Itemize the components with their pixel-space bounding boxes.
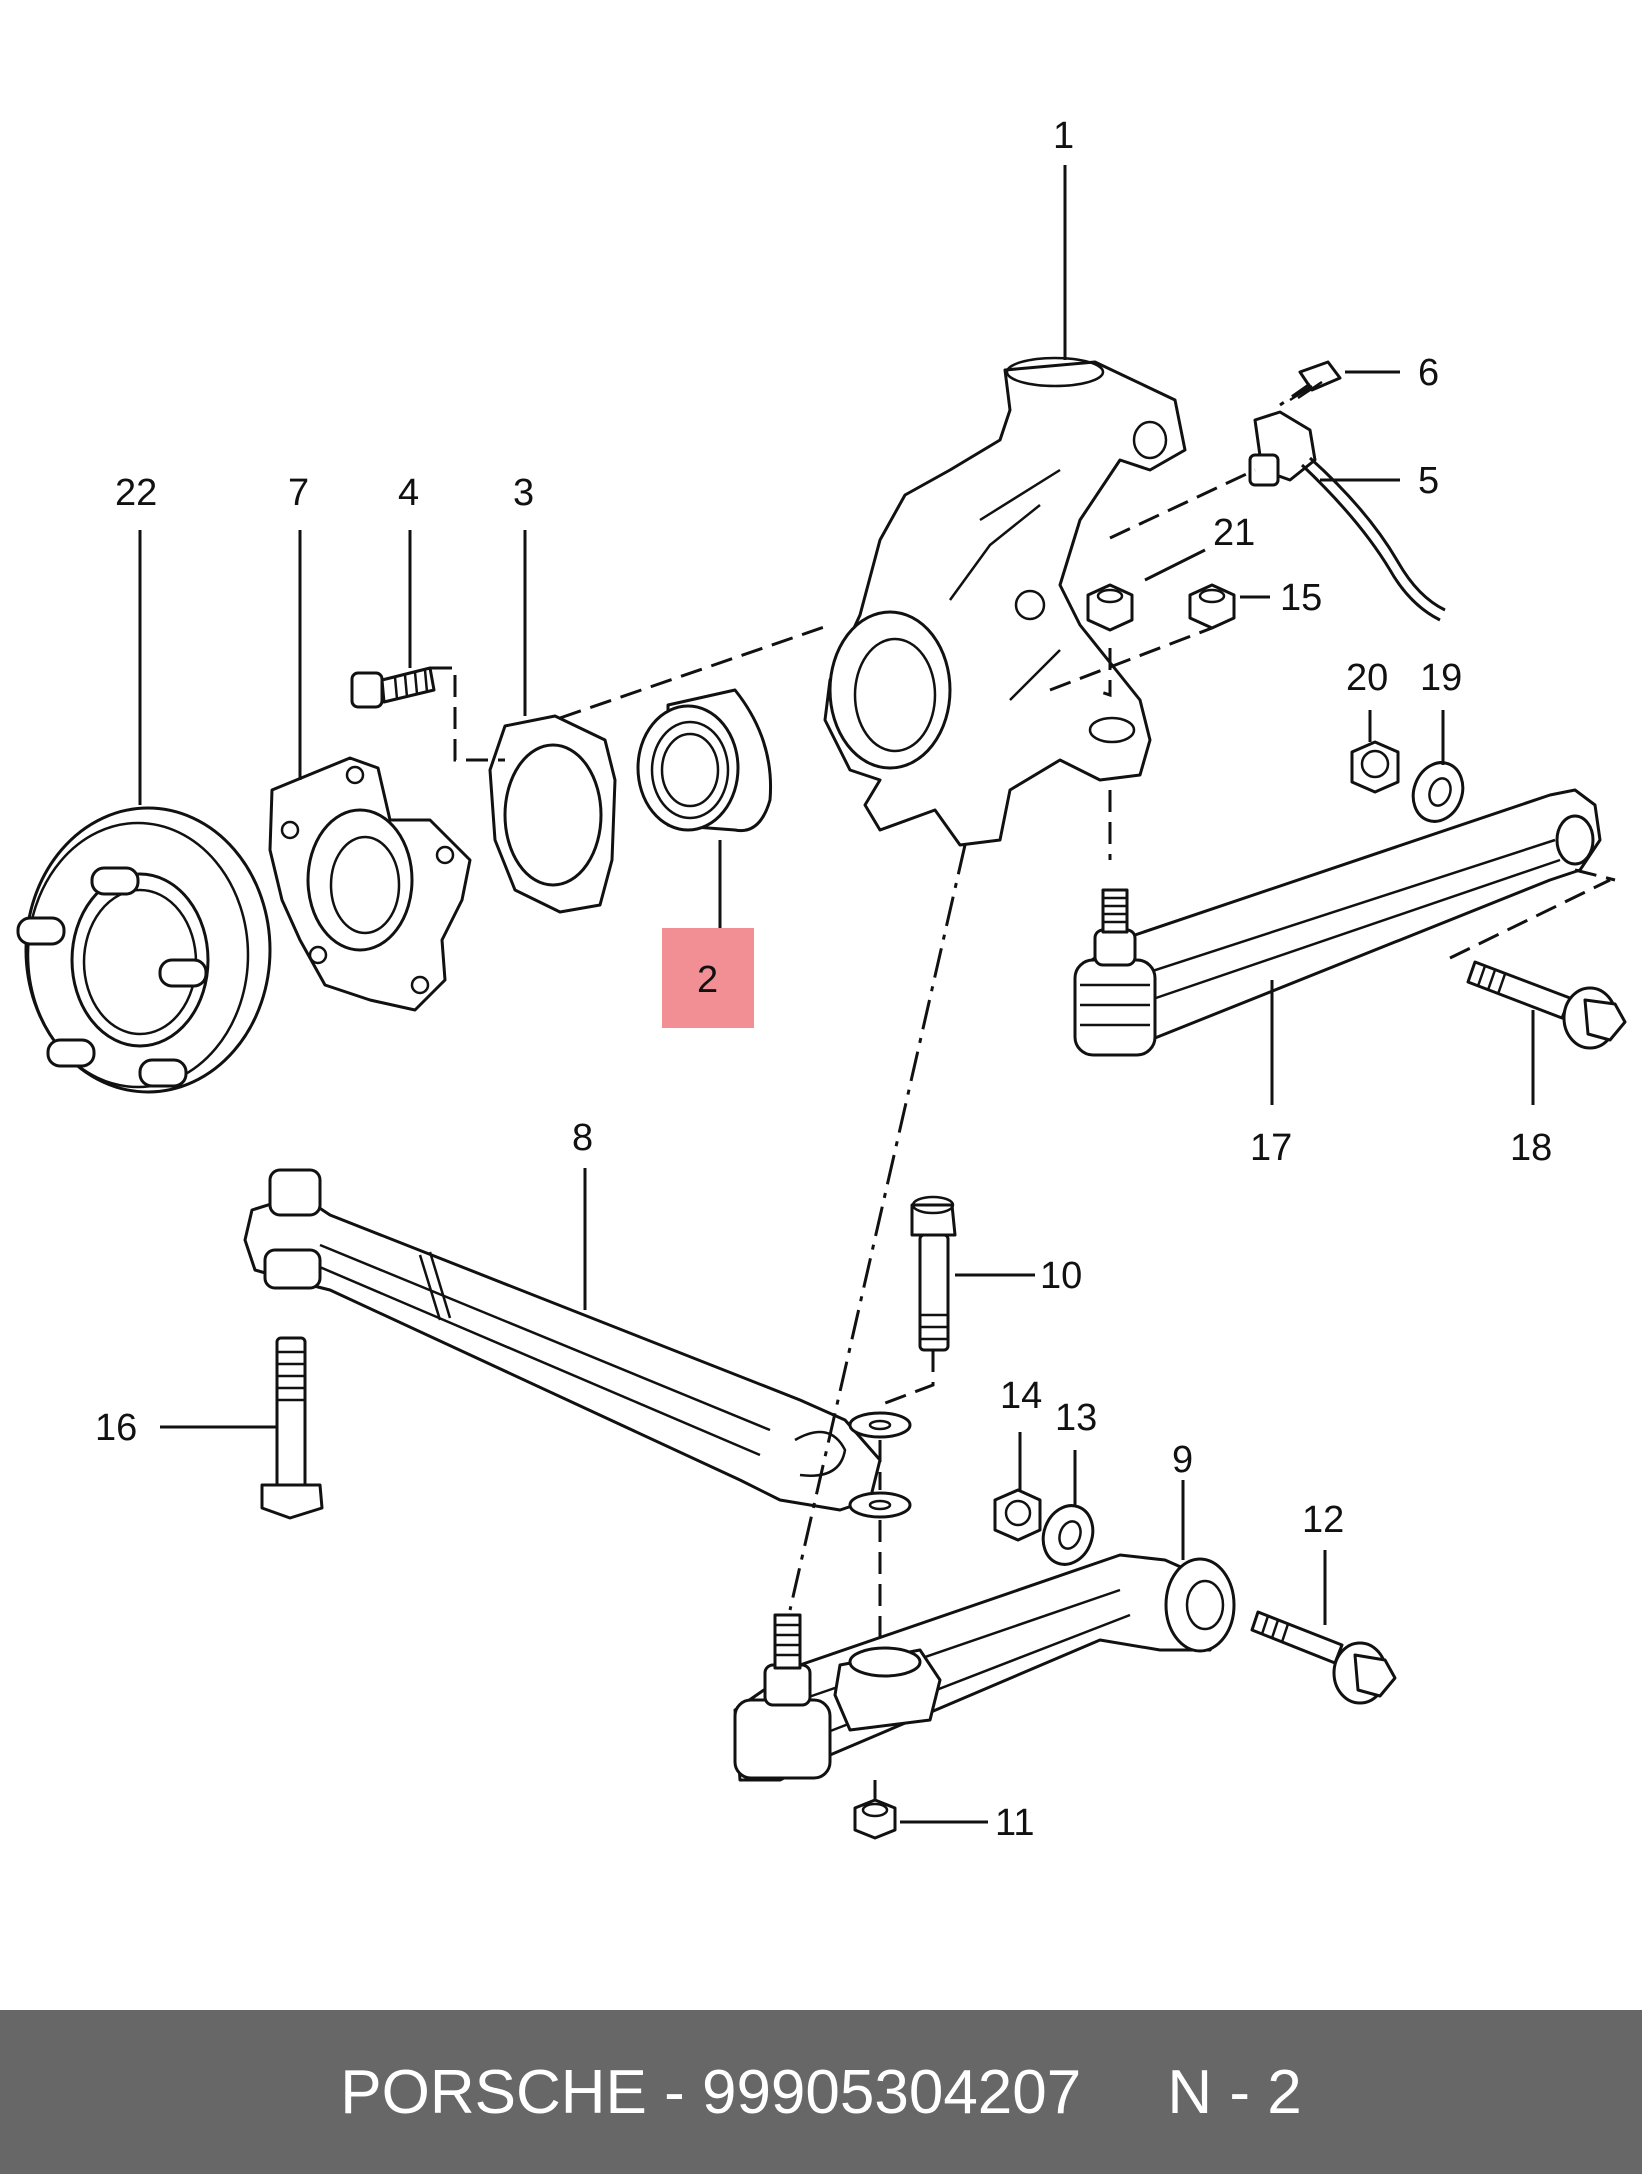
callout-15: 15	[1280, 577, 1322, 619]
callout-13: 13	[1055, 1397, 1097, 1439]
callout-numbers: 1 22 7 4 3 2 6 5 21 15 20 19 17 18 8 10 …	[95, 115, 1552, 1844]
part-15-nut	[1188, 583, 1236, 630]
callout-10: 10	[1040, 1255, 1082, 1297]
part-12-bolt	[1250, 1610, 1397, 1705]
callout-1: 1	[1053, 115, 1074, 157]
washer-spacer	[848, 1411, 912, 1519]
part-11-nut	[853, 1798, 897, 1840]
part-17-control-arm	[1073, 788, 1602, 1057]
callout-8: 8	[572, 1117, 593, 1159]
callout-7: 7	[288, 472, 309, 514]
callout-9: 9	[1172, 1439, 1193, 1481]
highlight-box-part-2	[662, 928, 754, 1028]
callout-2: 2	[697, 959, 718, 1001]
footer-bar: PORSCHE - 99905304207 N - 2	[0, 2010, 1642, 2174]
part-21-nut	[1086, 583, 1134, 632]
part-20-nut	[1350, 740, 1400, 794]
callout-21: 21	[1213, 512, 1255, 554]
parts-diagram: 1 22 7 4 3 2 6 5 21 15 20 19 17 18 8 10 …	[16, 115, 1627, 1844]
part-1-wheel-carrier	[823, 356, 1187, 847]
callout-16: 16	[95, 1407, 137, 1449]
callout-19: 19	[1420, 657, 1462, 699]
part-9-wishbone	[733, 1553, 1236, 1782]
callout-6: 6	[1418, 352, 1439, 394]
callout-22: 22	[115, 472, 157, 514]
callout-14: 14	[1000, 1375, 1042, 1417]
part-10-bolt	[910, 1195, 957, 1352]
part-19-washer	[1411, 761, 1465, 823]
callout-5: 5	[1418, 460, 1439, 502]
part-8-trailing-arm	[243, 1168, 882, 1512]
part-2-wheel-bearing	[636, 688, 773, 833]
leader-lines	[138, 165, 1535, 1824]
part-5-speed-sensor	[1248, 410, 1446, 622]
callout-18: 18	[1510, 1127, 1552, 1169]
callout-20: 20	[1346, 657, 1388, 699]
part-4-bolt	[350, 666, 436, 709]
callout-11: 11	[995, 1802, 1034, 1844]
part-7-drive-flange	[268, 756, 472, 1012]
assembly-lines	[430, 382, 1616, 1800]
part-22-wheel-hub	[16, 806, 272, 1094]
callout-12: 12	[1302, 1499, 1344, 1541]
part-3-cover-plate	[488, 714, 617, 914]
callout-3: 3	[513, 472, 534, 514]
callout-4: 4	[398, 472, 419, 514]
callout-17: 17	[1250, 1127, 1292, 1169]
part-18-bolt	[1466, 960, 1627, 1050]
footer-part-number: PORSCHE - 99905304207 N - 2	[340, 2057, 1302, 2127]
part-16-bolt	[260, 1336, 324, 1520]
part-13-washer	[1041, 1504, 1095, 1566]
part-14-nut	[993, 1488, 1042, 1542]
